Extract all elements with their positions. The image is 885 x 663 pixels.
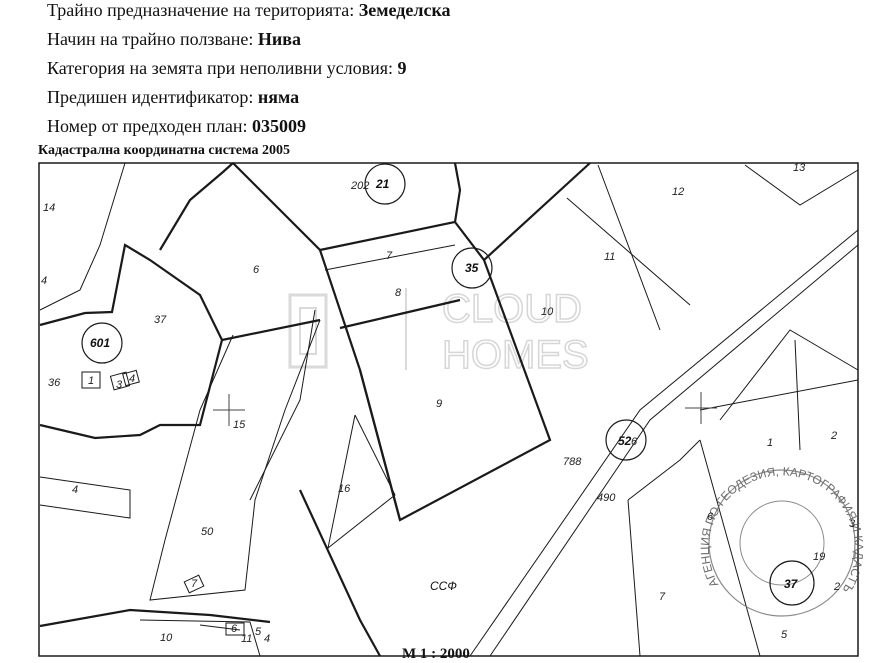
watermark: CLOUD HOMES <box>288 286 589 378</box>
map-frame <box>38 162 859 657</box>
cadastral-map: CLOUD HOMES <box>0 160 866 657</box>
parcel-label: 6 <box>707 511 714 523</box>
coordinate-system-label: Кадастрална координатна система 2005 <box>38 143 290 158</box>
parcel-label: 7 <box>191 578 198 590</box>
official-stamp: АГЕНЦИЯ ПО ГЕОДЕЗИЯ, КАРТОГРАФИЯ И КАДАС… <box>0 160 866 617</box>
info-label: Начин на трайно ползване: <box>47 29 254 49</box>
circled-number: 601 <box>90 336 110 350</box>
circled-number: 21 <box>375 177 390 191</box>
thin-boundaries <box>39 162 859 657</box>
info-line-prev-id: Предишен идентификатор: няма <box>47 87 299 107</box>
parcel-label: 6 <box>231 623 238 635</box>
parcel-label: 4 <box>72 484 78 496</box>
parcel-label: 4 <box>264 633 270 645</box>
parcel-label-ssf: ССФ <box>430 579 457 593</box>
info-label: Номер от предходен план: <box>47 116 248 136</box>
parcel-label: 788 <box>563 456 582 468</box>
parcel-label: 1 <box>88 375 94 387</box>
parcel-label: 7 <box>659 591 666 603</box>
info-line-usage: Начин на трайно ползване: Нива <box>47 29 301 49</box>
buildings <box>81 369 245 636</box>
parcel-label: 3 <box>849 518 856 530</box>
info-label: Трайно предназначение на територията: <box>47 0 355 20</box>
parcel-label: 6 <box>253 264 260 276</box>
parcel-label: 4 <box>129 373 135 385</box>
parcel-label: 8 <box>395 287 402 299</box>
info-value: Земеделска <box>358 0 451 20</box>
parcel-label: 2 <box>833 581 840 593</box>
watermark-line1: CLOUD <box>442 287 582 331</box>
parcel-label: 7 <box>386 250 393 262</box>
small-number: 202 <box>350 180 369 192</box>
parcel-label: 14 <box>43 202 55 214</box>
info-line-prev-plan: Номер от предходен план: 035009 <box>47 116 306 136</box>
parcel-label: 5 <box>781 629 788 641</box>
info-value: няма <box>257 87 300 107</box>
parcel-label: 37 <box>154 314 167 326</box>
parcel-label: 5 <box>255 626 262 638</box>
crosshairs <box>213 392 717 426</box>
info-line-category: Категория на земята при неполивни услови… <box>47 58 407 78</box>
parcel-label: 2 <box>830 430 837 442</box>
info-label: Категория на земята при неполивни услови… <box>47 58 394 78</box>
info-line-designation: Трайно предназначение на територията: Зе… <box>47 0 451 20</box>
info-value: 035009 <box>252 116 307 136</box>
info-value: Нива <box>257 29 302 49</box>
parcel-label: 11 <box>241 633 252 645</box>
circled-number: 37 <box>784 577 799 591</box>
parcel-label: 4 <box>41 275 47 287</box>
parcel-label: 10 <box>541 306 554 318</box>
thick-boundaries <box>39 162 591 657</box>
watermark-line2: HOMES <box>442 333 589 377</box>
small-number: 6 <box>631 436 638 448</box>
circled-number: 52 <box>618 434 632 448</box>
info-value: 9 <box>397 58 407 78</box>
small-number: 19 <box>813 551 825 563</box>
parcel-label: 16 <box>338 483 351 495</box>
parcel-label: 36 <box>48 377 61 389</box>
parcel-label: 490 <box>597 492 616 504</box>
parcel-label: 1 <box>767 437 773 449</box>
parcel-label: 11 <box>604 251 615 263</box>
circle-37 <box>769 560 815 606</box>
parcel-label: 15 <box>233 419 246 431</box>
parcel-label: 12 <box>672 186 684 198</box>
parcel-label: 3 <box>116 379 123 391</box>
parcel-label: 50 <box>201 526 214 538</box>
parcel-label: 10 <box>160 632 173 644</box>
parcel-label: 13 <box>793 162 806 174</box>
info-label: Предишен идентификатор: <box>47 87 254 107</box>
circled-number: 35 <box>465 261 479 275</box>
parcel-label: 9 <box>436 398 442 410</box>
circled-markers <box>81 163 647 461</box>
map-scale: М 1 : 2000 <box>402 646 470 662</box>
